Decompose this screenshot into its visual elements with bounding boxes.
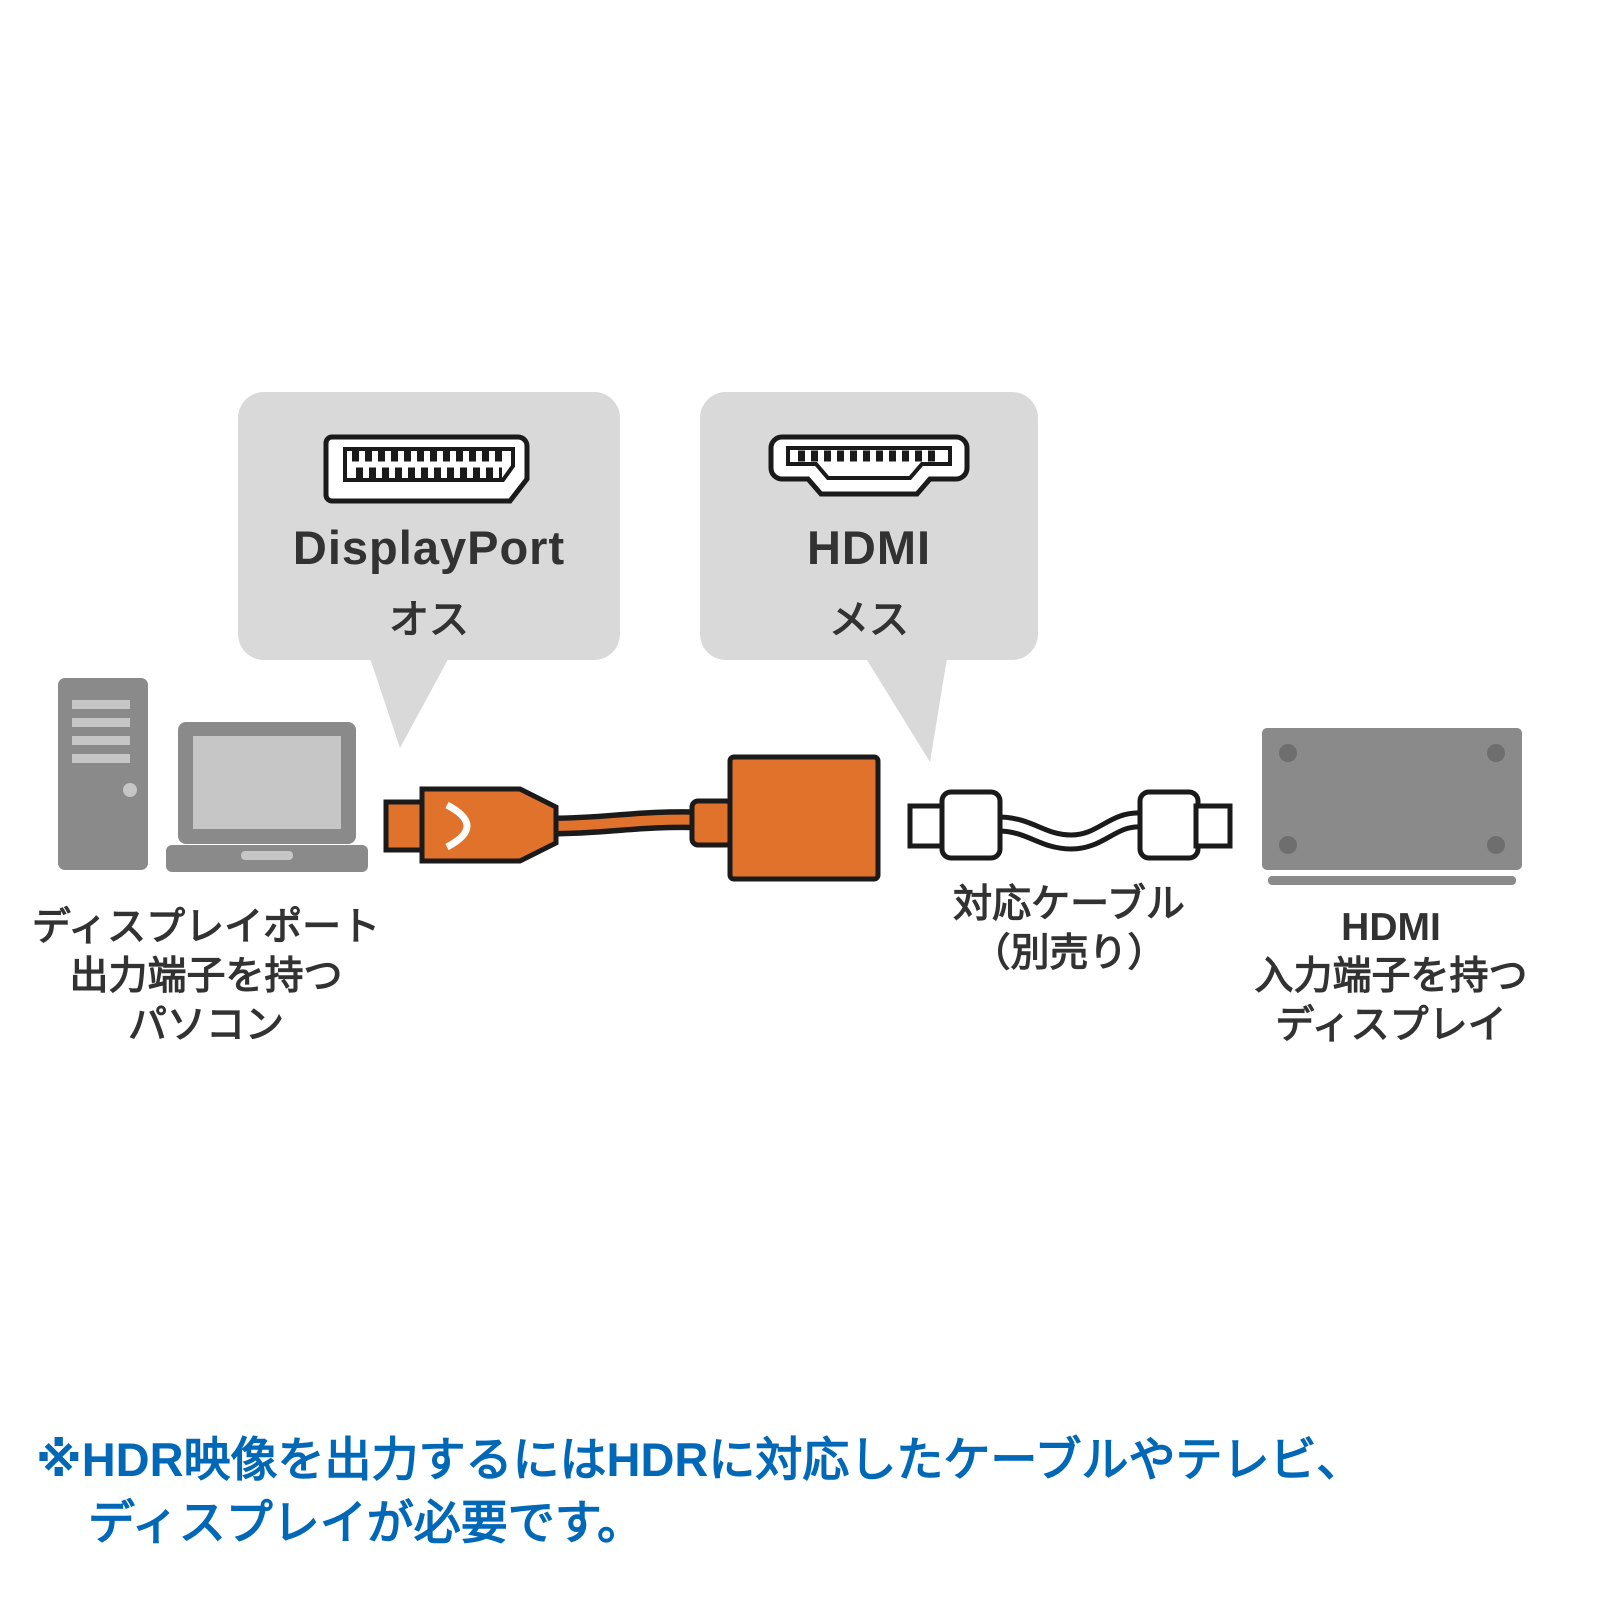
adapter-dp-logo-mark <box>445 801 471 851</box>
hdmi-cable-right-plug <box>1137 789 1201 861</box>
display-device-label: HDMI 入力端子を持つ ディスプレイ <box>1238 903 1544 1050</box>
callout-displayport-gender: オス <box>389 598 469 642</box>
hdr-footnote-line1: ※HDR映像を出力するにはHDRに対応したケーブルやテレビ、 <box>36 1433 1364 1486</box>
source-device-label: ディスプレイポート 出力端子を持つ パソコン <box>0 903 412 1050</box>
displayport-connector-icon <box>323 434 530 504</box>
callout-hdmi-tail <box>862 652 948 762</box>
cable-label-line1: 対応ケーブル <box>953 883 1185 926</box>
adapter-hdmi-female-body <box>727 754 881 882</box>
callout-hdmi: HDMI メス <box>700 392 1038 660</box>
hdmi-cable-left-tip <box>907 803 947 849</box>
callout-hdmi-title: HDMI <box>806 521 932 574</box>
hdmi-cable-left-plug <box>939 789 1003 861</box>
hdmi-connector-icon <box>768 434 970 497</box>
hdr-footnote: ※HDR映像を出力するにはHDRに対応したケーブルやテレビ、 ディスプレイが必要… <box>36 1428 1364 1554</box>
adapter-displayport-plug-body <box>419 786 559 864</box>
cable-label-line2: （別売り） <box>971 932 1167 975</box>
source-device-line2: 出力端子を持つ <box>69 955 343 998</box>
callout-displayport-tail <box>368 652 452 748</box>
adapter-strain-relief <box>689 798 735 848</box>
adapter-displayport-plug-tip <box>383 799 425 853</box>
laptop-icon <box>166 722 368 872</box>
cable-label: 対応ケーブル （別売り） <box>918 880 1220 978</box>
hdmi-cable-right-tip <box>1193 803 1233 849</box>
tv-stand-bar <box>1268 876 1516 885</box>
callout-displayport: DisplayPort オス <box>238 392 620 660</box>
desktop-pc-icon <box>58 678 148 870</box>
tv-display-icon <box>1262 728 1522 885</box>
callout-displayport-title: DisplayPort <box>292 521 566 574</box>
callout-hdmi-gender: メス <box>829 598 909 642</box>
display-device-line2: 入力端子を持つ <box>1254 955 1528 998</box>
source-device-line3: パソコン <box>127 1004 284 1047</box>
dp-to-hdmi-adapter-illustration <box>383 754 881 882</box>
hdr-footnote-line2: ディスプレイが必要です。 <box>88 1496 645 1549</box>
display-device-line3: ディスプレイ <box>1275 1004 1507 1047</box>
source-device-line1: ディスプレイポート <box>31 906 381 949</box>
hdmi-cable-icon <box>907 789 1233 861</box>
display-device-line1: HDMI <box>1341 906 1441 949</box>
